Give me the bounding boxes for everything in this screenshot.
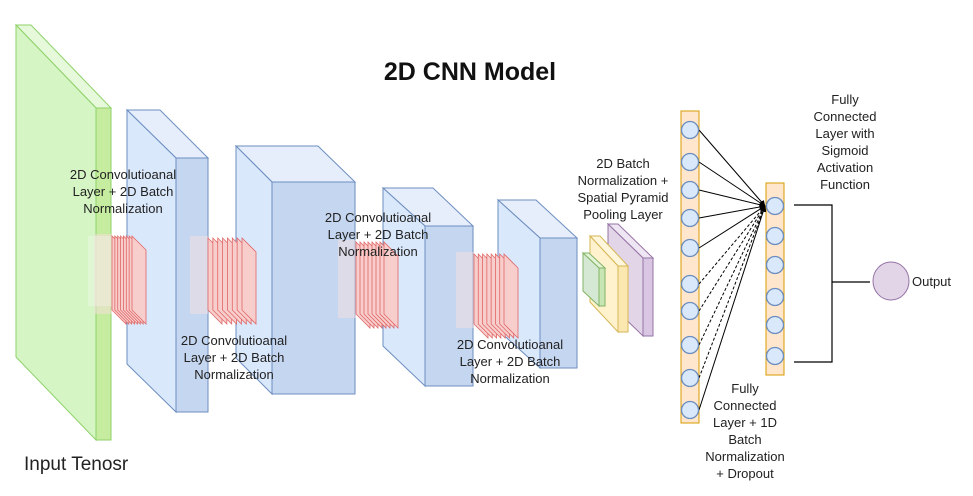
input-tensor (14, 23, 113, 442)
conv-label-3: 2D Convolutioanal Layer + 2D Batch Norma… (324, 210, 432, 259)
connection-line (698, 189, 766, 208)
page-title: 2D CNN Model (383, 58, 557, 86)
connection-line (698, 205, 766, 285)
fc1-neuron (680, 208, 700, 228)
kernel-stack-3 (338, 240, 399, 329)
spp-layers (581, 222, 655, 338)
fc1-neuron (680, 274, 700, 294)
connection-line (698, 205, 766, 312)
kernel-stack-2 (190, 236, 257, 325)
connection-line (698, 205, 766, 346)
fc1-neuron (680, 368, 700, 388)
spp-label: 2D Batch Normalization + Spatial Pyramid… (577, 156, 669, 222)
fc2-neuron (765, 196, 785, 216)
fc-dropout-label: Fully Connected Layer + 1D Batch Normali… (705, 381, 785, 481)
fc2-neuron (765, 226, 785, 246)
fc1-neuron (680, 400, 700, 420)
fc1-neuron (680, 120, 700, 140)
kernel-stack-1 (94, 234, 147, 325)
fc2-neuron (765, 287, 785, 307)
conv-label-1: 2D Convolutioanal Layer + 2D Batch Norma… (69, 167, 177, 216)
fc2-neuron (765, 315, 785, 335)
connection-line (698, 205, 766, 249)
output-label: Output (912, 274, 952, 289)
conv-label-4: 2D Convolutioanal Layer + 2D Batch Norma… (456, 337, 564, 386)
connection-line (698, 205, 767, 411)
input-tensor-label: Input Tenosr (24, 454, 129, 475)
fc1-neuron (680, 335, 700, 355)
connection-line (698, 204, 766, 219)
fc1-neuron (680, 152, 700, 172)
conv-label-2: 2D Convolutioanal Layer + 2D Batch Norma… (180, 333, 288, 382)
fc1-neuron (680, 238, 700, 258)
fc2-neuron (765, 255, 785, 275)
fc1-neuron (680, 180, 700, 200)
output-bracket (794, 204, 870, 363)
connection-line (698, 161, 766, 207)
fc-sigmoid-label: Fully Connected Layer with Sigmoid Activ… (813, 92, 877, 192)
connection-line (698, 205, 766, 379)
fc2-neuron (765, 346, 785, 366)
connection-line (698, 129, 766, 207)
output-node (872, 261, 910, 301)
kernel-stack-4 (456, 252, 519, 339)
fc1-neuron (680, 301, 700, 321)
